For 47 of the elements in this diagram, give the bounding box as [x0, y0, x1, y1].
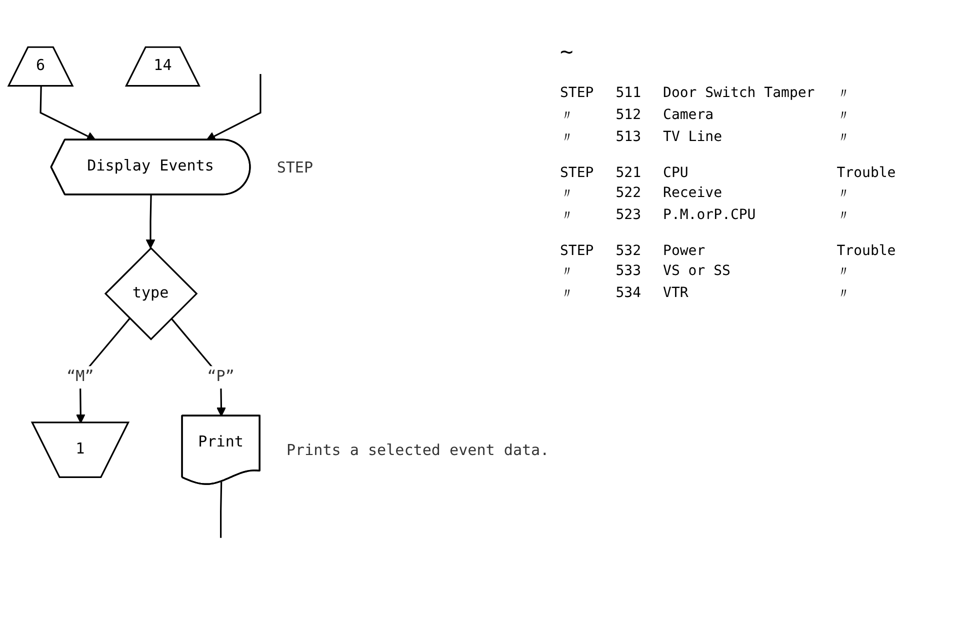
table-cell: 533	[616, 263, 642, 281]
off-page-connector: 1	[30, 422, 130, 478]
table-cell-text: 〃	[560, 207, 575, 225]
off-page-connector: 14	[124, 46, 200, 87]
decision-diamond: type	[104, 247, 198, 340]
table-cell-text: VTR	[663, 285, 690, 303]
table-cell-text: 〃	[836, 185, 852, 203]
table-cell: 534	[616, 285, 642, 303]
table-cell-text: VS or SS	[663, 263, 732, 281]
table-cell-text: Receive	[663, 185, 724, 203]
table-cell-text: 〃	[836, 107, 852, 125]
edge-label: “M”	[66, 366, 94, 389]
range-tilde: ~	[560, 40, 574, 65]
table-cell: STEP	[560, 85, 594, 103]
table-cell: 511	[616, 85, 642, 103]
table-cell-text: Camera	[663, 107, 715, 125]
table-cell-text: 〃	[560, 285, 575, 303]
table-cell: 532	[616, 243, 642, 259]
table-cell: Door Switch Tamper	[663, 85, 815, 103]
table-cell: STEP	[560, 165, 594, 181]
table-cell: Trouble	[836, 243, 896, 259]
edge-label: “P”	[207, 366, 234, 389]
table-cell: Trouble	[836, 165, 896, 181]
table-cell: 512	[616, 107, 642, 125]
display-shape: Display Events	[50, 138, 251, 196]
table-cell-text: 〃	[836, 85, 852, 103]
table-cell-text: P.M.orP.CPU	[663, 207, 757, 225]
table-cell: STEP	[560, 243, 594, 259]
table-cell: 522	[616, 185, 642, 203]
table-cell-text: 〃	[560, 129, 575, 147]
table-cell-text: 〃	[560, 263, 575, 281]
annotation-text: Prints a selected event data.	[286, 441, 550, 460]
table-cell-text: TV Line	[663, 129, 724, 147]
table-cell: 521	[616, 165, 642, 181]
table-cell: 513	[616, 129, 642, 147]
annotation-text: STEP	[276, 158, 314, 176]
table-cell-text: 〃	[836, 129, 852, 147]
table-cell-text: 〃	[836, 263, 852, 281]
document-shape: Print	[181, 414, 260, 485]
table-cell-text: 〃	[560, 185, 575, 203]
table-cell-text: Power	[663, 243, 706, 259]
off-page-connector: 6	[7, 46, 74, 87]
table-cell-text: 〃	[560, 107, 575, 125]
table-cell-text: 〃	[836, 285, 852, 303]
table-cell-text: CPU	[663, 165, 690, 181]
table-cell-text: 〃	[836, 207, 852, 225]
table-cell: 523	[616, 207, 642, 225]
